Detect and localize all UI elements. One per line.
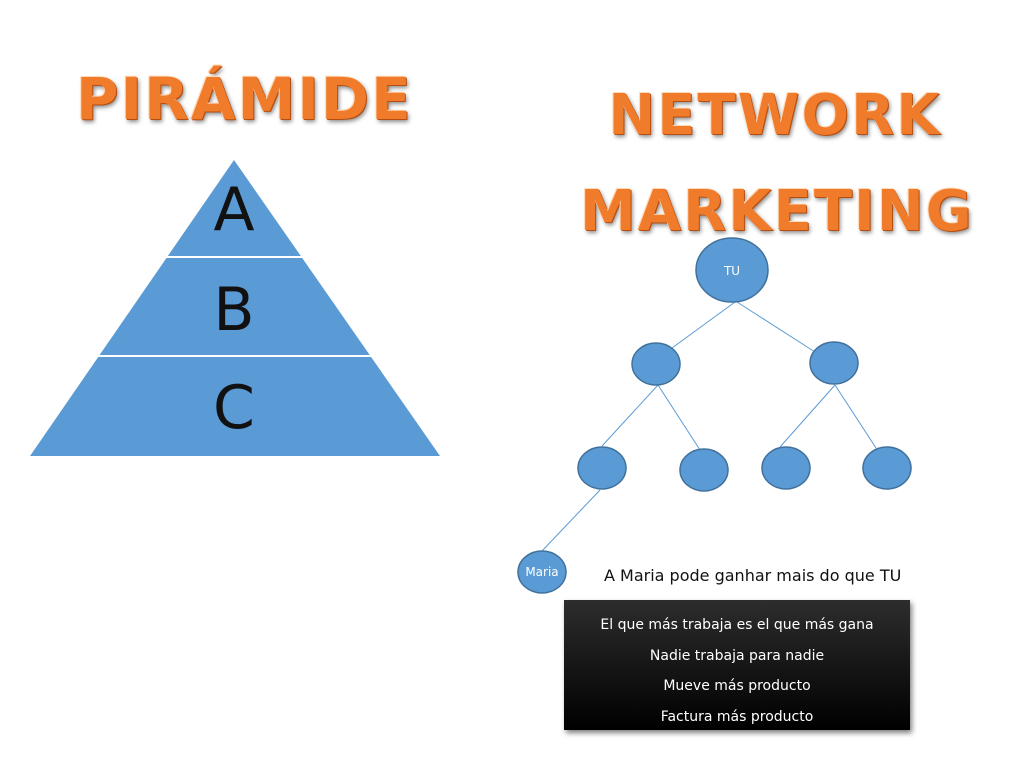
edge-left-lr [657, 384, 701, 451]
tree-node-level1-right [809, 341, 859, 385]
network-marketing-title-line-1: NETWORK [608, 83, 942, 148]
tree-node-level2-3 [761, 446, 811, 490]
tree-node-maria-label: Maria [525, 565, 558, 579]
tree-node-root-label: TU [723, 264, 740, 278]
edge-right-rr [834, 384, 877, 449]
caption: A Maria pode ganhar mais do que TU [604, 566, 902, 585]
network-marketing-title-line-2: MARKETING [580, 179, 974, 244]
pyramid-title: PIRÁMIDE [76, 65, 413, 133]
tree-edges [541, 301, 877, 552]
principle-3: Mueve más producto [663, 678, 811, 694]
tree-node-level2-2 [679, 448, 729, 492]
tree-node-root [695, 237, 769, 303]
principle-1: El que más trabaja es el que más gana [600, 617, 874, 633]
edge-ll-maria [541, 489, 601, 552]
edge-right-rl [779, 384, 836, 448]
edge-root-left [671, 301, 736, 349]
tree-nodes [517, 237, 912, 594]
principles-box: El que más trabaja es el que más gana Na… [564, 600, 910, 730]
pyramid-tier-c: C [213, 373, 255, 443]
network-marketing-title: NETWORK MARKETING [580, 68, 974, 260]
tree-node-maria [517, 550, 567, 594]
pyramid-tier-b: B [213, 275, 254, 345]
edge-left-ll [601, 384, 659, 447]
tree-node-level2-1 [577, 446, 627, 490]
pyramid-tier-a: A [213, 175, 254, 245]
pyramid: A B C [30, 160, 440, 456]
principle-4: Factura más producto [660, 708, 814, 725]
principle-2: Nadie trabaja para nadie [649, 647, 825, 664]
tree-node-level2-4 [862, 446, 912, 490]
edge-root-right [736, 301, 816, 353]
tree-node-level1-left [631, 342, 681, 386]
pyramid-shape [30, 160, 440, 456]
